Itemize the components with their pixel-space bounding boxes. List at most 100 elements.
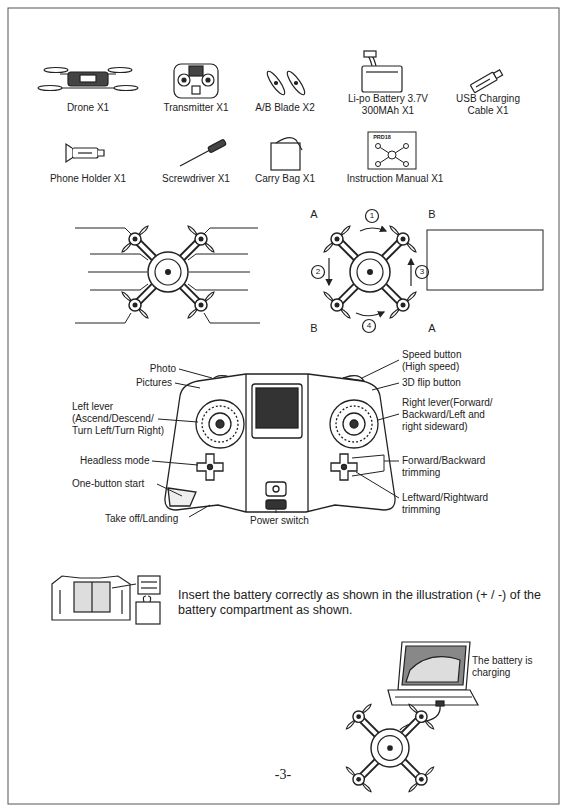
battery-icon <box>362 51 402 92</box>
blade-installation-view-g-circle <box>366 210 379 223</box>
item-name: Drone X1 <box>46 102 130 114</box>
charging-note: The battery is charging <box>472 655 547 679</box>
transmitter-drawing-path <box>197 454 223 480</box>
drone-top-view-g-polyline <box>204 228 258 234</box>
drone-top-view-g <box>75 228 260 323</box>
leader-lines-line <box>384 455 385 471</box>
leader-lines-line <box>175 383 200 388</box>
laptop-charging-drawing-line <box>395 696 472 697</box>
control-label: Right lever(Forward/ Backward/Left and r… <box>402 397 506 433</box>
battery-insertion-drawing-rect <box>74 582 110 612</box>
blade-icon-ellipse <box>285 69 308 97</box>
callout-number: 3 <box>416 267 428 277</box>
transmitter-drawing-circle <box>273 486 279 492</box>
callout-number: 2 <box>312 267 324 277</box>
transmitter-icon-circle <box>202 74 214 86</box>
transmitter-drawing-rect <box>252 384 302 438</box>
transmitter-icon-rect <box>174 64 218 98</box>
control-label: Photo <box>126 363 176 375</box>
leader-lines-line <box>372 383 399 390</box>
transmitter-icon-rect <box>189 66 203 76</box>
transmitter-drawing-circle <box>350 420 358 428</box>
transmitter-icon-circle <box>178 74 190 86</box>
battery-insertion-drawing-line <box>112 584 136 588</box>
blade-installation-view-g-circle <box>363 320 376 333</box>
blade-installation-view-g-path <box>360 228 386 231</box>
control-label: Power switch <box>250 515 330 527</box>
battery-insertion-drawing-path <box>52 576 130 620</box>
transmitter-drawing-circle <box>202 406 238 442</box>
instruction-manual-icon-circle <box>404 162 409 167</box>
battery-icon-rect <box>362 66 402 92</box>
blade-icon-circle <box>295 82 298 85</box>
battery-insertion-drawing-path <box>148 596 151 602</box>
instruction-manual-icon-circle <box>376 162 381 167</box>
blade-letter: A <box>307 208 321 221</box>
blade-letter: B <box>425 208 439 221</box>
phone-holder-icon-path <box>66 144 72 162</box>
control-label: Take off/Landing <box>105 513 205 525</box>
control-label: Speed button (High speed) <box>402 349 482 373</box>
laptop-charging-drawing-polygon <box>402 646 466 685</box>
transmitter-drawing-path <box>168 488 196 506</box>
drone-top-view-g-line <box>88 272 147 273</box>
control-label: 3D flip button <box>402 377 502 389</box>
item-name: Li-po Battery 3.7V 300MAh X1 <box>345 93 431 117</box>
transmitter-drawing-line <box>245 374 246 512</box>
blade-installation-view-g-line <box>328 258 329 285</box>
screwdriver-icon <box>180 139 226 166</box>
blade-icon-ellipse <box>265 69 288 97</box>
charging-drone <box>346 704 433 791</box>
transmitter-drawing-rect <box>266 500 286 509</box>
drone-top-view-g-polyline <box>188 284 248 290</box>
battery-insertion-drawing-path <box>143 596 146 602</box>
drone-icon-ellipse <box>114 86 138 91</box>
laptop-charging-drawing-polygon <box>388 690 478 705</box>
battery-insertion-drawing-rect <box>138 576 160 594</box>
battery-insertion-drawing-line <box>141 581 157 582</box>
battery-insertion-drawing-line <box>121 590 122 614</box>
item-name: Screwdriver X1 <box>146 173 246 185</box>
manual-cover-text: PRD18 <box>369 134 395 141</box>
drone-top-view-g-line <box>189 272 250 273</box>
instruction-manual-icon-rect <box>368 132 416 169</box>
transmitter-drawing-circle <box>209 413 231 435</box>
instruction-manual-icon-circle <box>376 144 381 149</box>
drone-top-view <box>75 226 260 323</box>
blade-installation-view-g-path <box>356 312 384 316</box>
drone-icon-ellipse <box>38 86 62 91</box>
battery-insertion-drawing-line <box>59 590 60 614</box>
transmitter-drawing-circle <box>208 465 213 470</box>
leader-lines-line <box>352 471 384 476</box>
drone-icon-ellipse <box>108 68 132 73</box>
callout-number: 4 <box>363 321 375 331</box>
instruction-manual-icon-circle <box>388 151 396 159</box>
transmitter-drawing-path <box>165 374 395 512</box>
leader-lines-line <box>189 505 210 517</box>
blade-installation-view-use <box>324 226 416 318</box>
leader-lines-line <box>352 455 384 458</box>
transmitter-icon-rect <box>192 86 200 94</box>
blade-installation-view-g <box>312 210 429 333</box>
drone-top-view-g-polyline <box>90 284 148 290</box>
instruction-manual-icon-circle <box>404 144 409 149</box>
leader-lines-line <box>378 414 399 420</box>
phone-holder-icon <box>66 144 104 162</box>
drone-top-view-g-polyline <box>75 313 131 323</box>
page-number: -3- <box>263 767 303 784</box>
leader-lines-line <box>157 484 182 496</box>
blade-letter: A <box>425 322 439 335</box>
empty-note-box <box>427 230 543 290</box>
item-name: USB Charging Cable X1 <box>452 93 524 117</box>
leader-lines-line <box>362 360 399 378</box>
leader-lines-line <box>152 461 198 465</box>
drone-icon-rect <box>80 75 96 82</box>
usb-cable-icon-rect <box>470 72 497 93</box>
carry-bag-icon-path <box>276 138 302 150</box>
control-label: Pictures <box>112 377 172 389</box>
drone-icon-ellipse <box>44 68 68 73</box>
transmitter-drawing-circle <box>330 400 378 448</box>
drone-top-view-g-polyline <box>204 313 260 323</box>
instruction-text: Insert the battery correctly as shown in… <box>178 588 548 618</box>
control-label: Headless mode <box>80 455 160 467</box>
